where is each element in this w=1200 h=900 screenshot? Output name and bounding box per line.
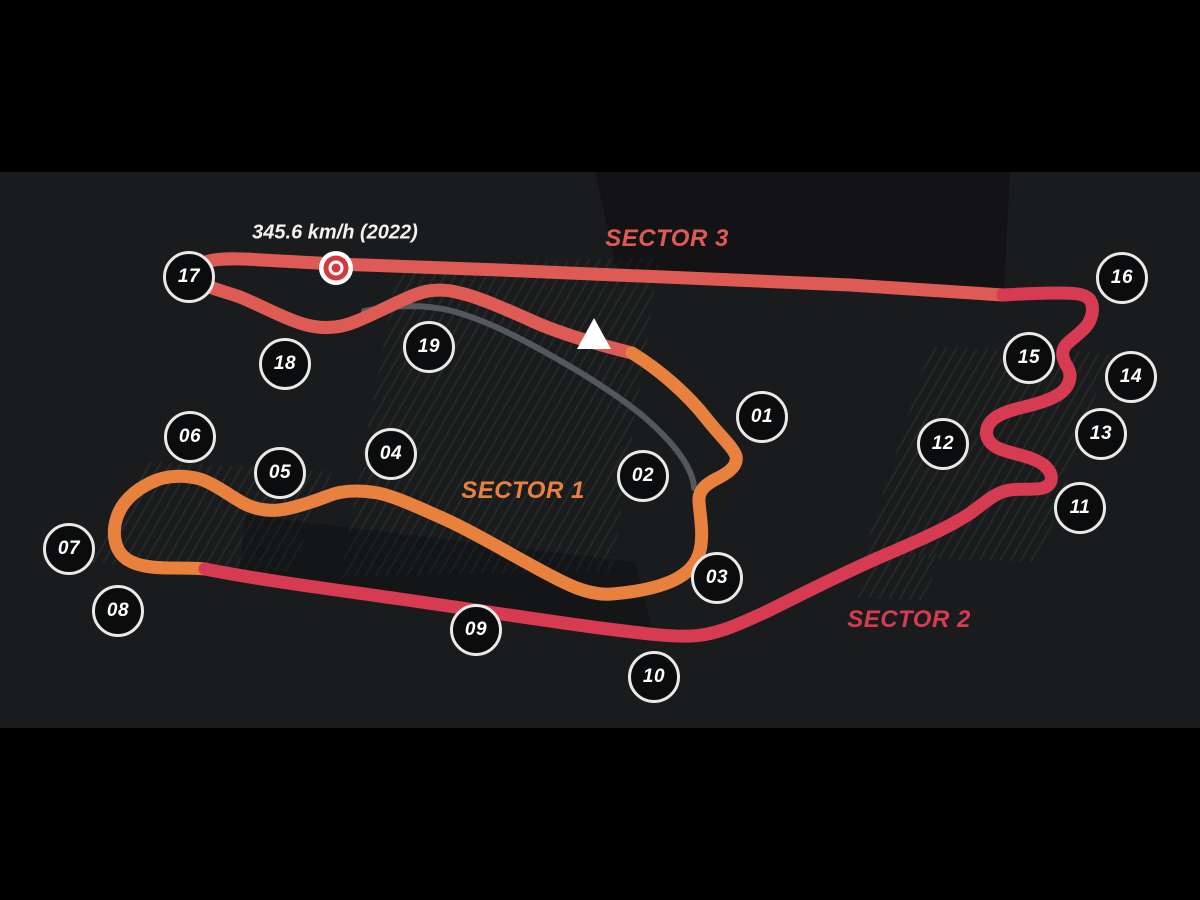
sector-1-label: SECTOR 1 [461,477,585,504]
turn-badge-17: 17 [163,251,215,303]
turn-badge-16: 16 [1096,252,1148,304]
pit-lane-path [361,303,697,491]
turn-badge-07: 07 [43,523,95,575]
turn-badge-03: 03 [691,552,743,604]
speed-trap-label: 345.6 km/h (2022) [252,221,418,244]
turn-badge-05: 05 [254,447,306,499]
turn-badge-10: 10 [628,651,680,703]
turn-badge-09: 09 [450,604,502,656]
turn-badge-18: 18 [259,338,311,390]
turn-badge-11: 11 [1054,482,1106,534]
track-sector-2-path [198,286,1099,643]
turn-badge-02: 02 [617,450,669,502]
turn-badge-15: 15 [1003,332,1055,384]
turn-badge-04: 04 [365,428,417,480]
turn-badge-13: 13 [1075,408,1127,460]
sector-3-label: SECTOR 3 [605,225,729,252]
turn-badge-12: 12 [917,418,969,470]
turn-badge-06: 06 [164,411,216,463]
turn-badge-19: 19 [403,321,455,373]
bullseye-marker [319,251,353,285]
triangle-marker [577,318,611,349]
sector-2-label: SECTOR 2 [847,606,971,633]
turn-badge-01: 01 [736,391,788,443]
turn-badge-14: 14 [1105,351,1157,403]
track-sector-1-path [107,346,743,601]
turn-badge-08: 08 [92,585,144,637]
dark-region-bottom [238,515,655,640]
dark-region-top [595,172,1010,291]
